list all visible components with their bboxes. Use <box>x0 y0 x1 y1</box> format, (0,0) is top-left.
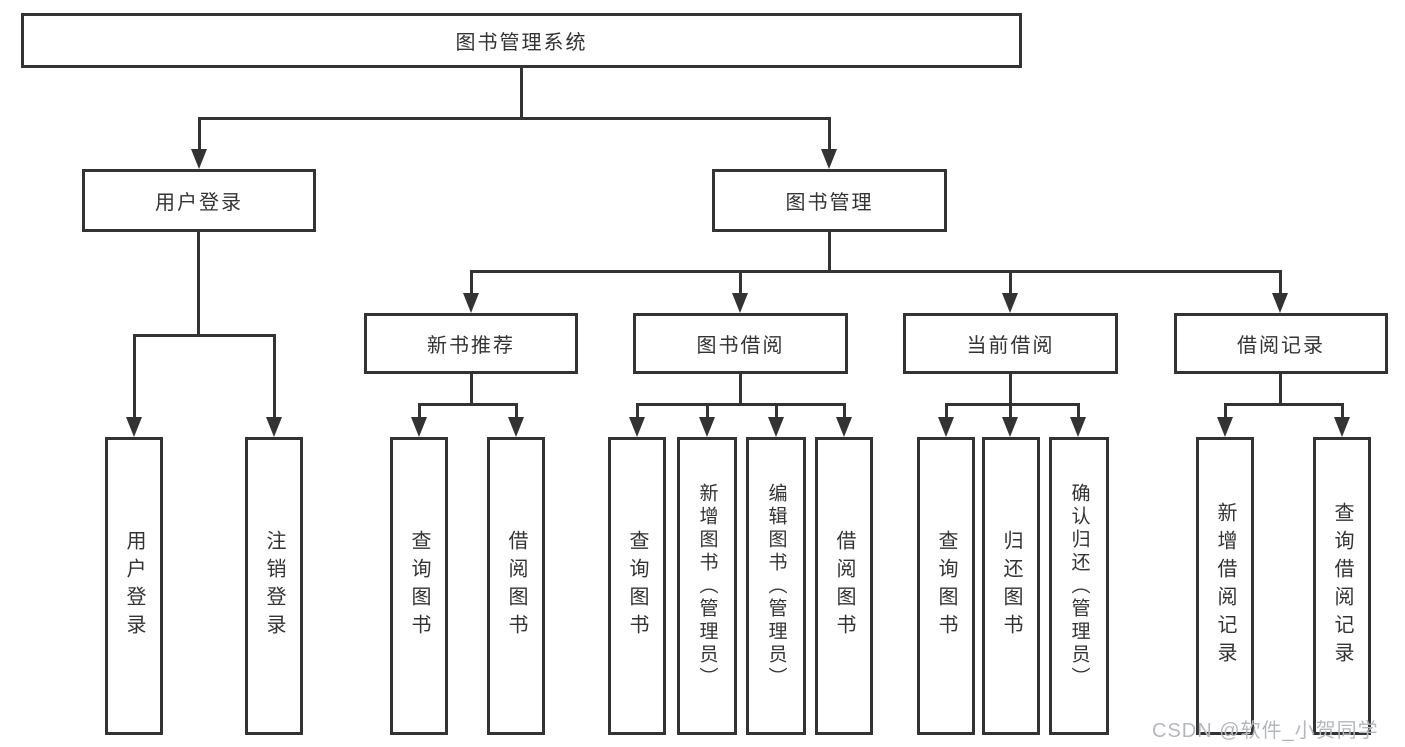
leaf-return-book-label: 归还图书 <box>1000 530 1022 642</box>
connector-vline <box>470 270 473 295</box>
connector-vline <box>198 117 201 151</box>
leaf-query-books-borrow-label: 查询图书 <box>626 530 648 642</box>
arrow-down-icon <box>411 417 427 437</box>
leaf-query-books-current-label: 查询图书 <box>935 530 957 642</box>
arrow-down-icon <box>508 417 524 437</box>
connector-vline <box>706 403 709 419</box>
arrow-down-icon <box>1070 417 1086 437</box>
connector-vline <box>775 403 778 419</box>
connector-vline <box>1009 373 1012 406</box>
arrow-down-icon <box>1334 417 1350 437</box>
leaf-edit-book-admin: 编辑图书（管理员） <box>746 437 806 735</box>
leaf-query-books-current: 查询图书 <box>917 437 975 735</box>
connector-hline <box>636 403 845 406</box>
node-current-borrow-label: 当前借阅 <box>966 335 1055 357</box>
csdn-watermark: CSDN @软件_小贺同学 <box>1152 720 1379 742</box>
node-borrow-records: 借阅记录 <box>1174 313 1388 374</box>
arrow-down-icon <box>821 149 837 169</box>
arrow-down-icon <box>1272 293 1288 313</box>
arrow-down-icon <box>1002 293 1018 313</box>
arrow-down-icon <box>768 417 784 437</box>
connector-hline <box>133 334 276 337</box>
leaf-query-borrow-record-label: 查询借阅记录 <box>1331 502 1353 670</box>
connector-vline <box>273 334 276 419</box>
connector-vline <box>520 68 523 119</box>
connector-vline <box>1279 373 1282 406</box>
arrow-down-icon <box>699 417 715 437</box>
connector-vline <box>1009 270 1012 295</box>
arrow-down-icon <box>191 149 207 169</box>
leaf-borrow-books-recommend: 借阅图书 <box>487 437 545 735</box>
leaf-return-book: 归还图书 <box>982 437 1040 735</box>
connector-hline <box>470 270 1282 273</box>
node-book-management: 图书管理 <box>712 169 947 232</box>
connector-vline <box>1077 403 1080 419</box>
leaf-add-borrow-record-label: 新增借阅记录 <box>1214 502 1236 670</box>
arrow-down-icon <box>266 417 282 437</box>
connector-vline <box>515 403 518 419</box>
connector-hline <box>945 403 1080 406</box>
node-user-login-label: 用户登录 <box>155 192 243 214</box>
arrow-down-icon <box>836 417 852 437</box>
arrow-down-icon <box>938 417 954 437</box>
connector-hline <box>1224 403 1344 406</box>
arrow-down-icon <box>1217 417 1233 437</box>
connector-vline <box>843 403 846 419</box>
node-current-borrow: 当前借阅 <box>903 313 1118 374</box>
leaf-edit-book-admin-label: 编辑图书（管理员） <box>765 482 787 690</box>
connector-vline <box>828 232 831 272</box>
node-borrow-records-label: 借阅记录 <box>1237 335 1325 357</box>
node-root: 图书管理系统 <box>21 13 1022 68</box>
node-user-login: 用户登录 <box>82 169 316 232</box>
node-root-label: 图书管理系统 <box>455 32 588 54</box>
leaf-borrow-books-borrow-label: 借阅图书 <box>833 530 855 642</box>
leaf-logout: 注销登录 <box>245 437 303 735</box>
leaf-add-borrow-record: 新增借阅记录 <box>1196 437 1254 735</box>
leaf-confirm-return-admin-label: 确认归还（管理员） <box>1068 482 1090 690</box>
connector-hline <box>418 403 518 406</box>
connector-hline <box>198 117 831 120</box>
connector-vline <box>418 403 421 419</box>
node-book-management-label: 图书管理 <box>785 192 874 214</box>
connector-vline <box>945 403 948 419</box>
arrow-down-icon <box>463 293 479 313</box>
leaf-add-book-admin-label: 新增图书（管理员） <box>696 482 718 690</box>
leaf-user-login-label: 用户登录 <box>123 530 145 642</box>
leaf-query-borrow-record: 查询借阅记录 <box>1313 437 1371 735</box>
connector-vline <box>470 373 473 406</box>
leaf-query-books-borrow: 查询图书 <box>608 437 666 735</box>
arrow-down-icon <box>732 293 748 313</box>
connector-vline <box>133 334 136 419</box>
connector-vline <box>828 117 831 151</box>
leaf-query-books-recommend-label: 查询图书 <box>408 530 430 642</box>
connector-vline <box>739 373 742 406</box>
connector-vline <box>1341 403 1344 419</box>
connector-vline <box>197 232 200 337</box>
node-book-borrow-label: 图书借阅 <box>696 335 785 357</box>
connector-vline <box>636 403 639 419</box>
connector-vline <box>1009 403 1012 419</box>
arrow-down-icon <box>629 417 645 437</box>
leaf-add-book-admin: 新增图书（管理员） <box>677 437 737 735</box>
leaf-borrow-books-borrow: 借阅图书 <box>815 437 873 735</box>
connector-vline <box>1224 403 1227 419</box>
leaf-confirm-return-admin: 确认归还（管理员） <box>1049 437 1109 735</box>
node-new-book-recommend-label: 新书推荐 <box>427 335 515 357</box>
leaf-logout-label: 注销登录 <box>263 530 285 642</box>
leaf-query-books-recommend: 查询图书 <box>390 437 448 735</box>
connector-vline <box>1279 270 1282 295</box>
connector-vline <box>739 270 742 295</box>
node-book-borrow: 图书借阅 <box>633 313 848 374</box>
leaf-user-login: 用户登录 <box>105 437 163 735</box>
arrow-down-icon <box>126 417 142 437</box>
leaf-borrow-books-recommend-label: 借阅图书 <box>505 530 527 642</box>
node-new-book-recommend: 新书推荐 <box>364 313 578 374</box>
arrow-down-icon <box>1002 417 1018 437</box>
